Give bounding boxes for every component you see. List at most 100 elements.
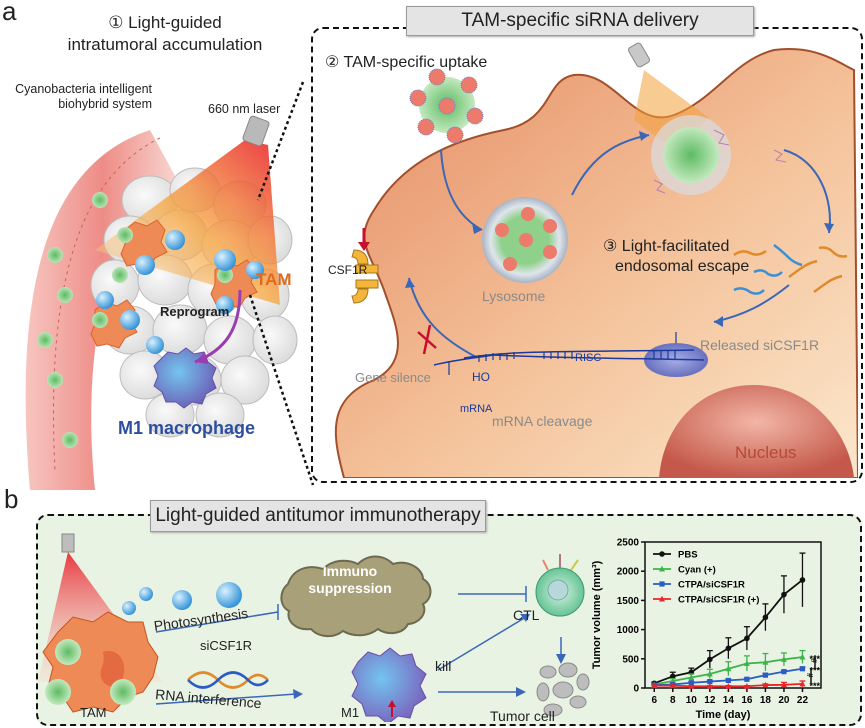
m1-macrophage-label: M1 macrophage — [118, 418, 256, 438]
tam-label-b: TAM — [80, 705, 107, 720]
kill-label: kill — [435, 658, 452, 674]
m1-macrophage-icon — [153, 347, 217, 409]
sirna-helix-icon — [187, 671, 269, 689]
x-tick-label: 20 — [778, 695, 790, 706]
y-axis-label: Tumor volume (mm³) — [591, 560, 603, 669]
legend-label: CTPA/siCSF1R — [678, 580, 745, 591]
x-tick-label: 22 — [797, 695, 809, 706]
blood-vessel — [25, 130, 180, 490]
data-point — [762, 681, 769, 688]
laser-device-icon — [61, 533, 75, 553]
released-sirna-icon — [733, 244, 848, 295]
pathway-arrows — [155, 586, 562, 705]
step2-label: ② TAM-specific uptake — [325, 54, 488, 71]
block-x-icon — [417, 324, 437, 355]
lysosome-icon — [482, 197, 568, 283]
m1-label-b: M1 — [341, 705, 360, 720]
laser-device-icon — [242, 115, 270, 147]
released-sirna-label: Released siCSF1R — [700, 337, 820, 353]
data-point — [651, 682, 658, 689]
data-point — [706, 670, 713, 677]
tumor-cell-label: Tumor cell — [490, 708, 555, 724]
x-tick-label: 16 — [741, 695, 753, 706]
immuno-line2: suppression — [308, 580, 392, 596]
legend-marker — [659, 551, 665, 557]
ho-label: HO — [472, 370, 490, 384]
data-point — [743, 660, 750, 666]
ctl-label: CTL — [513, 607, 540, 623]
x-tick-label: 14 — [723, 695, 735, 706]
inset-illustration — [334, 42, 858, 478]
mrna-label: mRNA — [460, 403, 493, 415]
data-point — [781, 669, 787, 675]
mrna-risc-icon — [433, 332, 708, 377]
o2-bubbles — [96, 230, 264, 354]
laser-device-icon — [628, 42, 650, 68]
nucleus-label: Nucleus — [735, 443, 797, 462]
data-point — [707, 678, 713, 685]
data-point — [725, 645, 732, 652]
x-tick-label: 10 — [686, 695, 698, 706]
tumor-illustration — [25, 115, 298, 490]
chart-series: *********## — [651, 552, 820, 691]
data-point — [669, 673, 676, 680]
chart-legend: PBS Cyan (+) CTPA/siCSF1R CTPA/siCSF1R (+) — [653, 550, 759, 606]
panel-a-letter: a — [2, 0, 17, 26]
data-point — [744, 635, 750, 642]
csf1r-receptor-icon — [351, 228, 379, 304]
panel-b-title: Light-guided antitumor immunotherapy — [150, 500, 486, 532]
step1-line2: intratumoral accumulation — [67, 35, 263, 54]
data-point — [799, 680, 806, 687]
data-point — [707, 656, 713, 663]
laser-label: 660 nm laser — [208, 102, 281, 116]
immunotherapy-illustration — [38, 533, 590, 722]
data-point — [744, 676, 750, 682]
risc-label: RISC — [575, 352, 602, 364]
biohybrid-particle-icon — [409, 68, 484, 144]
x-tick-label: 12 — [704, 695, 716, 706]
csf1r-label: CSF1R — [328, 263, 368, 277]
data-point — [725, 665, 732, 672]
data-point — [762, 614, 769, 621]
cyanobacteria-label-line1: Cyanobacteria intelligent — [15, 82, 152, 96]
legend-label: CTPA/siCSF1R (+) — [678, 595, 759, 606]
y-tick-label: 0 — [633, 684, 639, 695]
data-point — [762, 672, 769, 678]
data-point — [780, 681, 787, 688]
cyanobacteria-label: Cyanobacteria intelligent biohybrid syst… — [2, 82, 152, 112]
reprogram-label: Reprogram — [160, 304, 230, 319]
data-point — [799, 653, 806, 660]
panel-b-box — [36, 514, 862, 726]
sicsf1r-label: siCSF1R — [200, 638, 253, 653]
biohybrid-particles — [37, 192, 233, 448]
data-point — [762, 659, 769, 665]
legend-marker — [659, 595, 665, 602]
x-tick-label: 6 — [651, 695, 657, 706]
tam-label: TAM — [256, 270, 292, 289]
data-point — [688, 674, 695, 680]
step3-label: ③ Light-facilitated endosomal escape — [603, 237, 749, 277]
legend-label: PBS — [678, 550, 698, 561]
data-point — [799, 577, 806, 583]
o2-bubbles — [122, 582, 242, 615]
data-point — [669, 682, 676, 689]
data-point — [781, 591, 787, 598]
immunosuppression-cloud — [280, 555, 432, 637]
nucleus-icon — [659, 385, 854, 478]
zoom-connector-lines — [248, 81, 315, 486]
x-axis-label: Time (day) — [696, 709, 751, 721]
data-point — [688, 682, 695, 689]
arrowheads — [405, 131, 834, 327]
y-tick-label: 1000 — [617, 625, 640, 636]
cyanobacteria-label-line2: biohybrid system — [58, 97, 152, 111]
plot-frame — [644, 541, 822, 689]
legend-label: Cyan (+) — [678, 565, 716, 576]
data-point — [780, 656, 787, 662]
step3-line2: endosomal escape — [615, 258, 750, 275]
data-point — [743, 682, 750, 689]
panel-b-letter: b — [4, 484, 19, 514]
data-point — [725, 682, 732, 689]
mrna-cleavage-label: mRNA cleavage — [492, 413, 593, 429]
